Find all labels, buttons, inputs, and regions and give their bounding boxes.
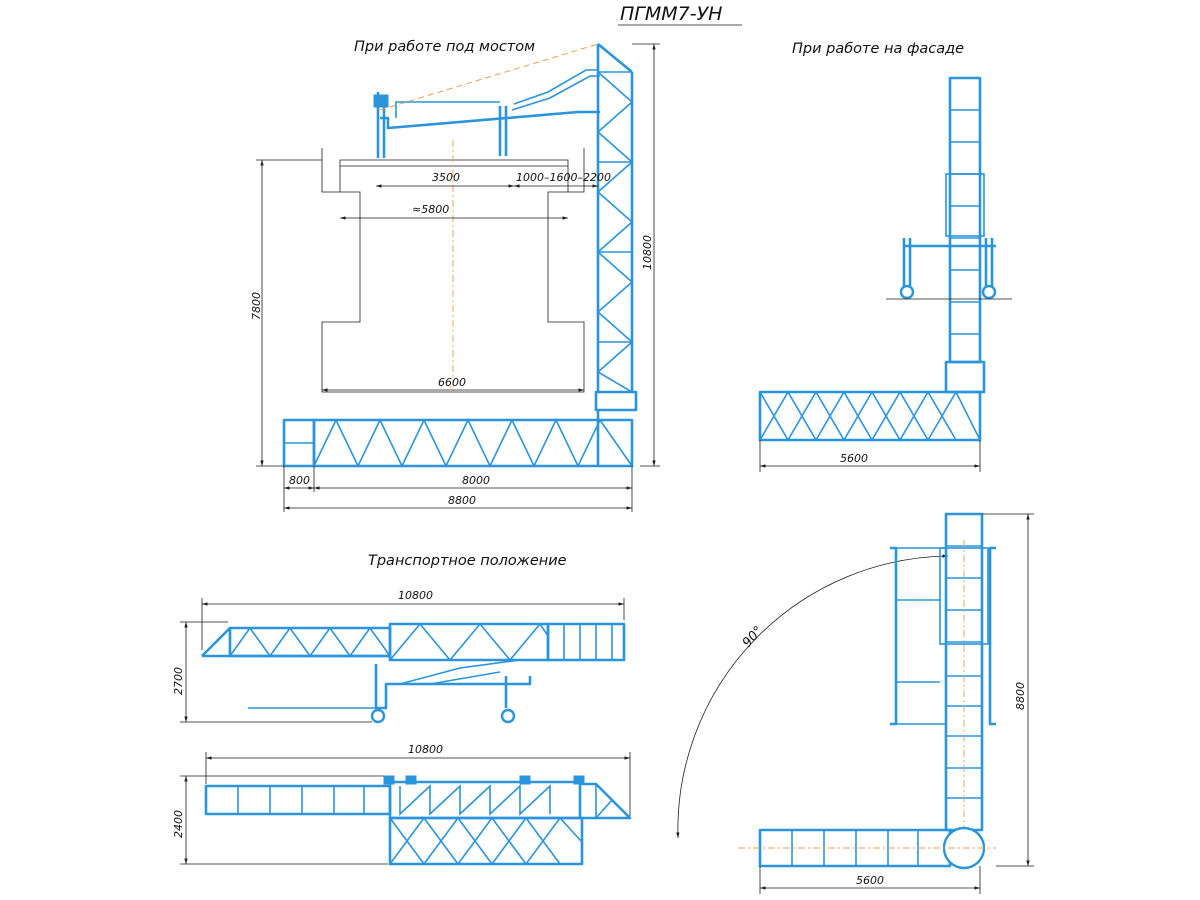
dim-transport-top-width: 2400 bbox=[172, 810, 185, 838]
facade-base-truss bbox=[758, 390, 982, 442]
transport-top bbox=[204, 775, 632, 866]
upper-platform bbox=[373, 43, 600, 158]
rotation-arc bbox=[676, 554, 949, 839]
caption-transport: Транспортное положение bbox=[368, 553, 567, 569]
view-facade: При работе на фасаде bbox=[758, 41, 1012, 472]
dim-span-inner: 3500 bbox=[432, 171, 460, 184]
dim-transport-side-length: 10800 bbox=[398, 589, 433, 602]
dims-under-bridge: 3500 1000–1600–2200 ≈5800 6600 7800 1080… bbox=[250, 43, 660, 512]
view-transport: Транспортное положение 10 bbox=[172, 553, 632, 866]
dim-base-main: 8000 bbox=[462, 474, 490, 487]
dim-base-left: 800 bbox=[289, 474, 310, 487]
sheet-title-text: ПГММ7-УН bbox=[620, 3, 722, 25]
plan-side-frame bbox=[890, 546, 996, 726]
caption-under-bridge: При работе под мостом bbox=[354, 39, 535, 55]
dim-transport-top-length: 10800 bbox=[408, 743, 443, 756]
transport-side bbox=[201, 622, 626, 724]
dim-span-outer: 1000–1600–2200 bbox=[516, 171, 611, 184]
mast-truss bbox=[594, 42, 638, 412]
facade-cradle bbox=[886, 238, 1012, 300]
view-plan: 90° bbox=[676, 512, 1034, 894]
dim-height-left: 7800 bbox=[250, 292, 263, 320]
dims-transport-top: 10800 2400 bbox=[172, 743, 631, 865]
dim-rotation-angle: 90° bbox=[740, 624, 767, 651]
sheet-title: ПГММ7-УН bbox=[618, 3, 742, 26]
dim-width-approx: ≈5800 bbox=[412, 203, 449, 216]
plan-horizontal-truss bbox=[738, 826, 996, 870]
view-under-bridge: При работе под мостом bbox=[250, 39, 660, 512]
caption-facade: При работе на фасаде bbox=[792, 41, 964, 57]
dim-facade-base: 5600 bbox=[840, 452, 868, 465]
dim-plan-height: 8800 bbox=[1014, 682, 1027, 710]
facade-mast bbox=[944, 76, 986, 394]
base-truss bbox=[282, 410, 634, 468]
dims-facade: 5600 bbox=[759, 440, 981, 472]
reach-ray bbox=[379, 43, 599, 111]
dims-transport-side: 10800 2700 bbox=[172, 589, 625, 723]
dims-plan: 8800 5600 bbox=[759, 513, 1034, 894]
dim-transport-side-height: 2700 bbox=[172, 667, 185, 695]
plan-vertical-truss bbox=[939, 512, 989, 866]
dim-height-right: 10800 bbox=[641, 235, 654, 270]
dim-bridge-bottom: 6600 bbox=[438, 376, 466, 389]
dim-base-total: 8800 bbox=[448, 494, 476, 507]
bridge-section bbox=[321, 140, 585, 395]
dim-plan-base: 5600 bbox=[856, 874, 884, 887]
